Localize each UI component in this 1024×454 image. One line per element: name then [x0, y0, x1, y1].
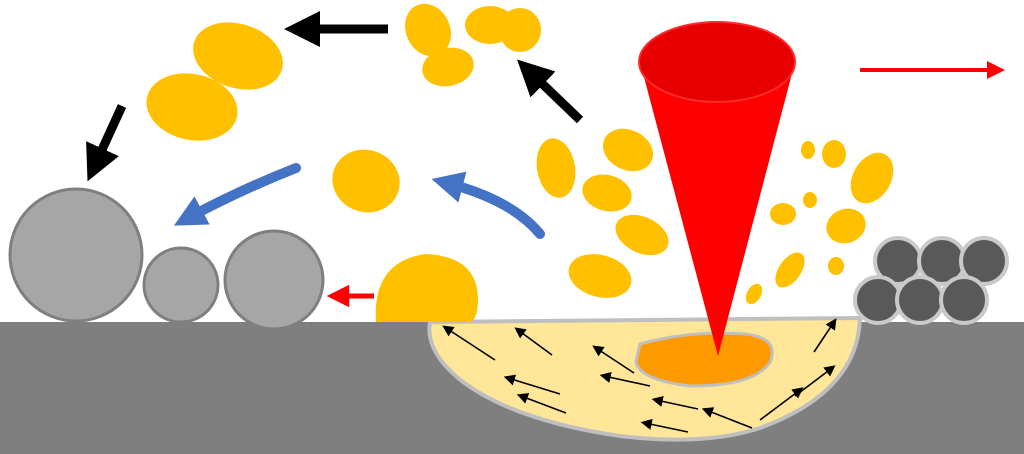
spatter-particle: [422, 47, 474, 87]
powder-particle: [959, 236, 1009, 286]
flow-arrow: [599, 371, 651, 387]
flow-arrow: [503, 374, 561, 395]
powder-particle: [8, 187, 144, 323]
spatter-particle: [499, 8, 541, 52]
spatter-particle: [850, 152, 894, 204]
spatter-particle: [615, 214, 669, 256]
flow-arrow: [794, 365, 836, 397]
flow-arrow: [592, 345, 635, 374]
spatter-particle: [375, 254, 478, 322]
flow-arrow: [514, 327, 553, 356]
spatter-particle: [193, 22, 283, 90]
spatter-particle: [582, 174, 632, 212]
powder-particle: [895, 275, 945, 325]
powder-bed: [853, 236, 1009, 325]
flow-arrow: [516, 393, 567, 414]
melt-flow-arrows: [442, 318, 837, 433]
spatter-particle: [822, 140, 846, 168]
laser-cone-icon: [638, 21, 796, 356]
blue-arrow: [431, 171, 545, 239]
spatter-particle: [146, 73, 238, 141]
spatter-particle: [602, 128, 654, 172]
spatter-particle: [332, 149, 400, 213]
spatter-particle: [801, 141, 815, 159]
powder-particles-large: [8, 187, 325, 331]
flow-arrow: [651, 395, 699, 410]
flow-arrow: [442, 325, 496, 361]
blue-arrow: [173, 163, 301, 226]
powder-particle: [939, 275, 989, 325]
spatter-particle: [568, 254, 632, 298]
powder-particle: [853, 275, 903, 325]
flow-arrow: [640, 418, 689, 433]
spatter-particles: [146, 3, 894, 322]
spatter-particle: [770, 203, 796, 225]
hot-zone: [634, 331, 774, 388]
black-arrow: [86, 104, 127, 182]
spatter-particle: [803, 192, 817, 208]
flow-arrow: [701, 407, 753, 429]
spatter-particle: [828, 257, 844, 275]
spatter-particle: [745, 283, 763, 305]
black-arrow: [517, 59, 584, 124]
spatter-particle: [405, 3, 451, 57]
flow-arrow: [813, 318, 837, 353]
spatter-particle: [536, 138, 576, 198]
spatter-particle: [775, 252, 805, 288]
spatter-particle: [826, 208, 866, 244]
flow-arrow: [759, 387, 804, 421]
powder-particle: [223, 229, 325, 331]
ejection-arrows-black: [86, 11, 584, 182]
powder-particle: [142, 246, 220, 324]
ejection-arrows-blue: [173, 163, 545, 239]
